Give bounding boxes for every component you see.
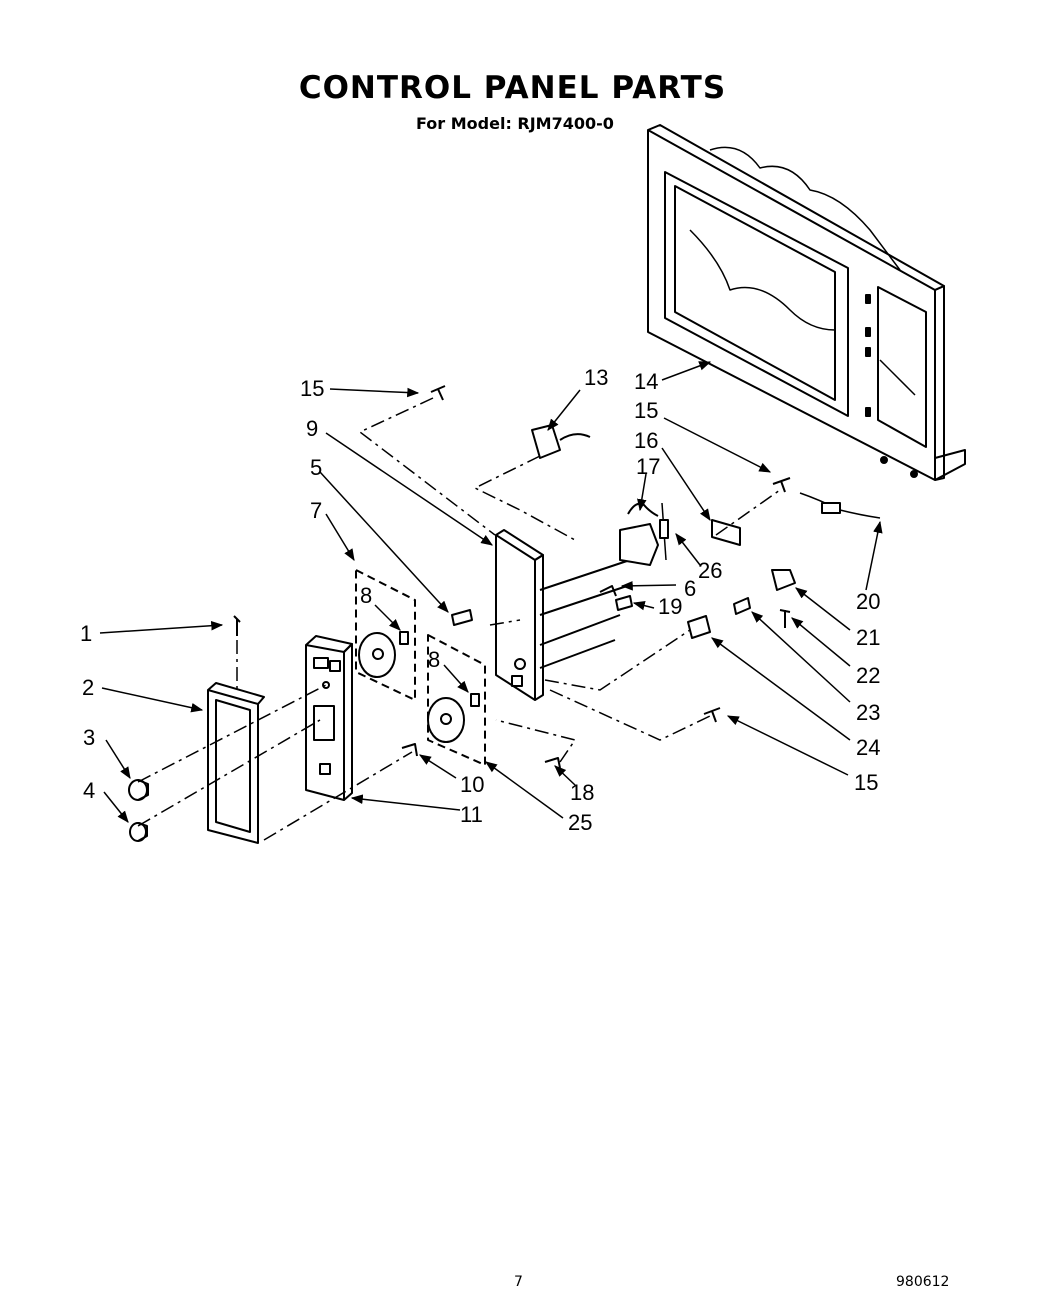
callout-8b: 8 bbox=[428, 647, 440, 672]
callout-24: 24 bbox=[856, 735, 880, 760]
diagram-title: CONTROL PANEL PARTS bbox=[298, 70, 727, 106]
screw-10 bbox=[401, 743, 418, 757]
control-panel bbox=[305, 635, 353, 801]
cabinet-front-frame bbox=[647, 124, 966, 481]
thermostat bbox=[531, 424, 591, 459]
spring-23 bbox=[733, 597, 751, 615]
callout-labels: 1 2 3 4 5 6 7 8 8 9 10 11 13 14 15 15 15… bbox=[80, 365, 880, 835]
screw-5 bbox=[451, 609, 473, 626]
callout-19: 19 bbox=[658, 594, 682, 619]
callout-21: 21 bbox=[856, 625, 880, 650]
document-code: 980612 bbox=[896, 1274, 950, 1290]
callout-25: 25 bbox=[568, 810, 592, 835]
callout-26: 26 bbox=[698, 558, 722, 583]
callout-15c: 15 bbox=[854, 770, 878, 795]
callout-22: 22 bbox=[856, 663, 880, 688]
bezel-frame bbox=[207, 682, 265, 844]
knob-4 bbox=[129, 822, 148, 842]
screw-15b bbox=[772, 477, 791, 493]
callout-17: 17 bbox=[636, 454, 660, 479]
screw-6 bbox=[599, 585, 617, 597]
callout-6: 6 bbox=[684, 576, 696, 601]
callout-20: 20 bbox=[856, 589, 880, 614]
callout-5: 5 bbox=[310, 455, 322, 480]
callout-2: 2 bbox=[82, 675, 94, 700]
assembly-lines bbox=[137, 397, 781, 841]
callout-10: 10 bbox=[460, 772, 484, 797]
callout-15b: 15 bbox=[634, 398, 658, 423]
callout-9: 9 bbox=[306, 416, 318, 441]
latch-bracket bbox=[771, 569, 796, 591]
callout-18: 18 bbox=[570, 780, 594, 805]
callout-23: 23 bbox=[856, 700, 880, 725]
grommet-24 bbox=[687, 615, 711, 639]
callout-11: 11 bbox=[460, 802, 483, 827]
dial-shaft-8b bbox=[470, 693, 480, 707]
fuse-body-26 bbox=[659, 519, 669, 539]
screw-19 bbox=[615, 595, 633, 611]
relay bbox=[711, 492, 881, 546]
dial-shaft-8a bbox=[399, 631, 409, 645]
callout-15a: 15 bbox=[300, 376, 324, 401]
screw-15c bbox=[703, 707, 721, 723]
screw-15a bbox=[430, 385, 446, 401]
model-subtitle: For Model: RJM7400-0 bbox=[416, 114, 614, 133]
callout-8a: 8 bbox=[360, 583, 372, 608]
switch-assembly bbox=[619, 502, 659, 566]
callout-16: 16 bbox=[634, 428, 658, 453]
screw-1 bbox=[233, 615, 241, 636]
callout-14: 14 bbox=[634, 369, 658, 394]
page-number: 7 bbox=[514, 1274, 523, 1290]
callout-7: 7 bbox=[310, 498, 322, 523]
knob-3 bbox=[128, 779, 149, 801]
callout-1: 1 bbox=[80, 621, 92, 646]
callout-leaders bbox=[99, 361, 883, 823]
callout-13: 13 bbox=[584, 365, 608, 390]
callout-4: 4 bbox=[83, 778, 95, 803]
screw-22 bbox=[779, 609, 791, 628]
dial-25 bbox=[427, 634, 486, 766]
callout-3: 3 bbox=[83, 725, 95, 750]
mounting-bracket bbox=[495, 529, 544, 701]
screw-18 bbox=[544, 757, 561, 769]
dial-7 bbox=[355, 569, 416, 701]
